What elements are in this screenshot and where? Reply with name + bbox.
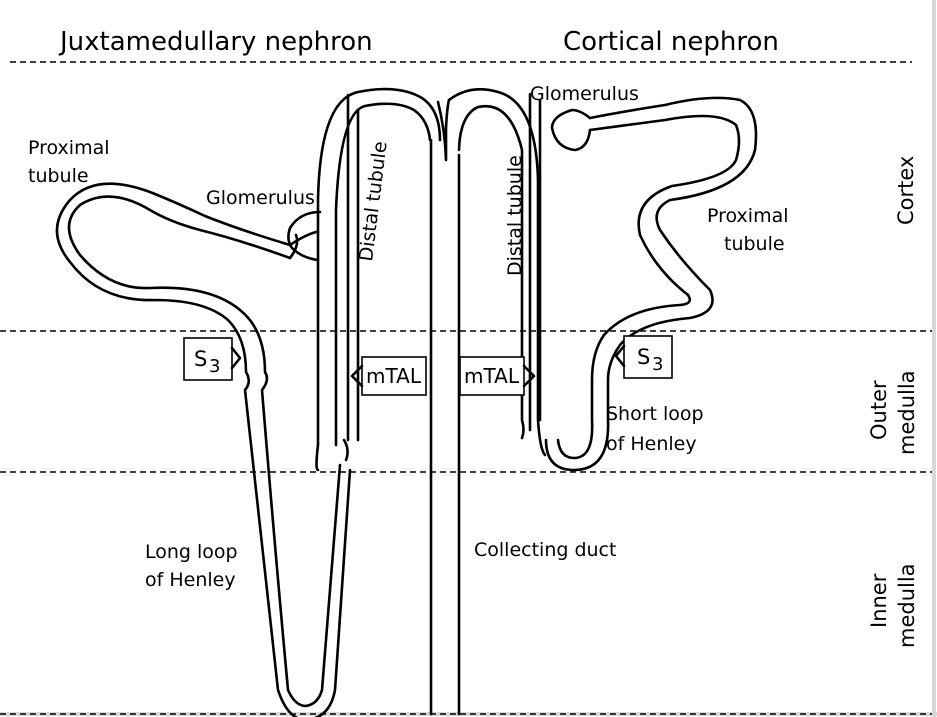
outer-medulla-zone-label: Outer bbox=[867, 380, 891, 440]
inner-medulla-zone-label: Inner bbox=[867, 573, 891, 628]
inner-medulla-zone-label-2: medulla bbox=[895, 563, 919, 648]
proximal-tubule-right-label: Proximal bbox=[707, 205, 789, 227]
cortical-nephron-title: Cortical nephron bbox=[563, 27, 779, 57]
collecting-duct bbox=[431, 100, 459, 714]
short-loop-label: Short loop bbox=[606, 403, 704, 425]
mtal-left-label: mTAL bbox=[366, 364, 422, 388]
juxtamedullary-nephron-title: Juxtamedullary nephron bbox=[58, 27, 373, 57]
s3-right-subscript: 3 bbox=[652, 354, 663, 375]
s3-box-right: S 3 bbox=[616, 336, 672, 378]
proximal-tubule-right-label-2: tubule bbox=[724, 233, 785, 255]
glomerulus-right-label: Glomerulus bbox=[530, 83, 639, 105]
long-loop-label: Long loop bbox=[145, 541, 238, 563]
glomerulus-left-label: Glomerulus bbox=[206, 187, 315, 209]
s3-right-label: S bbox=[637, 345, 650, 369]
s3-box-left: S 3 bbox=[184, 338, 240, 380]
short-loop-label-2: of Henley bbox=[606, 433, 697, 455]
cortical-distal-tubule bbox=[449, 89, 545, 455]
s3-left-label: S bbox=[194, 347, 207, 371]
mtal-right-label: mTAL bbox=[464, 364, 520, 388]
proximal-tubule-left-label-2: tubule bbox=[28, 165, 89, 187]
cortex-zone-label: Cortex bbox=[894, 156, 918, 225]
distal-tubule-right-label: Distal tubule bbox=[504, 155, 526, 276]
mtal-box-right: mTAL bbox=[460, 357, 534, 395]
mtal-box-left: mTAL bbox=[352, 357, 426, 395]
juxtamedullary-proximal-tubule-and-long-loop bbox=[57, 184, 350, 717]
s3-left-subscript: 3 bbox=[209, 356, 220, 377]
long-loop-label-2: of Henley bbox=[145, 569, 236, 591]
distal-tubule-left-label: Distal tubule bbox=[355, 140, 392, 263]
outer-medulla-zone-label-2: medulla bbox=[895, 370, 919, 455]
proximal-tubule-left-label: Proximal bbox=[28, 137, 110, 159]
collecting-duct-label: Collecting duct bbox=[474, 539, 616, 561]
